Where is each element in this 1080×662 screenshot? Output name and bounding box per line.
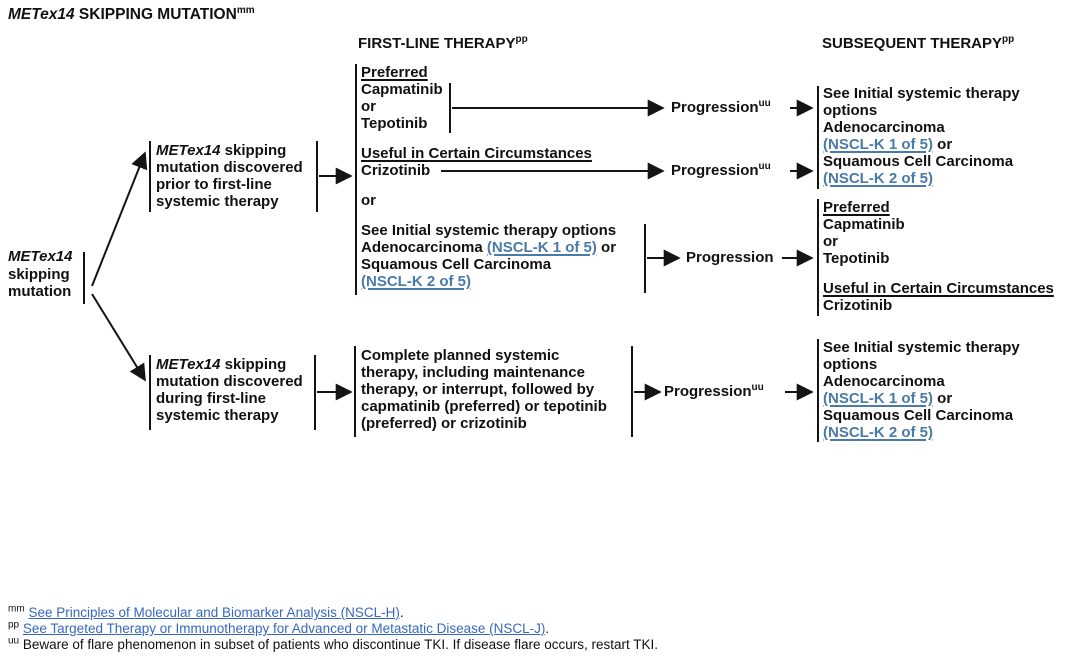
- column-header-first-line-therapy: FIRST-LINE THERAPYpp: [358, 34, 528, 53]
- footnote-pp: pp See Targeted Therapy or Immunotherapy…: [8, 619, 550, 636]
- link-nscl-k-1of5[interactable]: (NSCL-K 1 of 5): [823, 390, 933, 407]
- drug-capmatinib: Capmatinib: [823, 216, 905, 233]
- footnote-link-nscl-j[interactable]: See Targeted Therapy or Immunotherapy fo…: [22, 621, 546, 636]
- footnote-ref-pp: pp: [1002, 34, 1015, 45]
- link-nscl-k-2of5[interactable]: (NSCL-K 2 of 5): [823, 424, 933, 441]
- node-mutation-discovered-during: METex14 skipping mutation discovered dur…: [156, 356, 303, 424]
- drug-tepotinib: Tepotinib: [823, 250, 890, 267]
- footnotes: mm See Principles of Molecular and Bioma…: [8, 603, 658, 653]
- node-first-line-options: Preferred Capmatinib or Tepotinib Useful…: [361, 64, 617, 290]
- footnote-ref-mm: mm: [236, 4, 255, 16]
- footnote-ref-uu: uu: [751, 382, 764, 393]
- footnote-ref-uu: uu: [758, 98, 771, 109]
- progression-label-4: Progressionuu: [664, 382, 764, 401]
- preferred-header: Preferred: [361, 64, 428, 81]
- drug-tepotinib: Tepotinib: [361, 115, 428, 132]
- useful-circumstances-header: Useful in Certain Circumstances: [361, 145, 592, 162]
- useful-circumstances-header: Useful in Certain Circumstances: [823, 280, 1054, 297]
- progression-label-2: Progressionuu: [671, 161, 771, 180]
- footnote-ref-uu: uu: [758, 161, 771, 172]
- link-nscl-k-2of5[interactable]: (NSCL-K 2 of 5): [361, 273, 471, 290]
- node-subsequent-options-bottom: See Initial systemic therapy options Ade…: [823, 339, 1020, 441]
- footnote-mm: mm See Principles of Molecular and Bioma…: [8, 603, 404, 620]
- node-metex14-skipping-mutation: METex14 skipping mutation: [8, 248, 73, 300]
- footnote-ref-pp: pp: [515, 34, 528, 45]
- fork-arrow-down: [91, 293, 146, 382]
- fork-arrow-up: [91, 151, 148, 287]
- footnote-link-nscl-h[interactable]: See Principles of Molecular and Biomarke…: [28, 605, 400, 620]
- node-subsequent-options-top: See Initial systemic therapy options Ade…: [823, 85, 1020, 187]
- footnote-uu: uu Beware of flare phenomenon in subset …: [8, 635, 658, 652]
- link-nscl-k-1of5[interactable]: (NSCL-K 1 of 5): [486, 239, 597, 256]
- drug-crizotinib: Crizotinib: [823, 297, 893, 314]
- node-mutation-discovered-prior: METex14 skipping mutation discovered pri…: [156, 142, 303, 210]
- title-gene: METex14: [8, 6, 75, 23]
- column-header-subsequent-therapy: SUBSEQUENT THERAPYpp: [822, 34, 1015, 53]
- node-subsequent-tki: Preferred Capmatinib or Tepotinib Useful…: [823, 199, 1054, 314]
- preferred-header: Preferred: [823, 199, 890, 216]
- drug-capmatinib: Capmatinib: [361, 81, 443, 98]
- progression-label-3: Progression: [686, 249, 774, 266]
- node-complete-planned-therapy: Complete planned systemic therapy, inclu…: [361, 347, 607, 432]
- progression-label-1: Progressionuu: [671, 98, 771, 117]
- link-nscl-k-1of5[interactable]: (NSCL-K 1 of 5): [823, 136, 933, 153]
- link-nscl-k-2of5[interactable]: (NSCL-K 2 of 5): [823, 170, 933, 187]
- page-title: METex14 SKIPPING MUTATIONmm: [8, 4, 255, 23]
- drug-crizotinib: Crizotinib: [361, 162, 431, 179]
